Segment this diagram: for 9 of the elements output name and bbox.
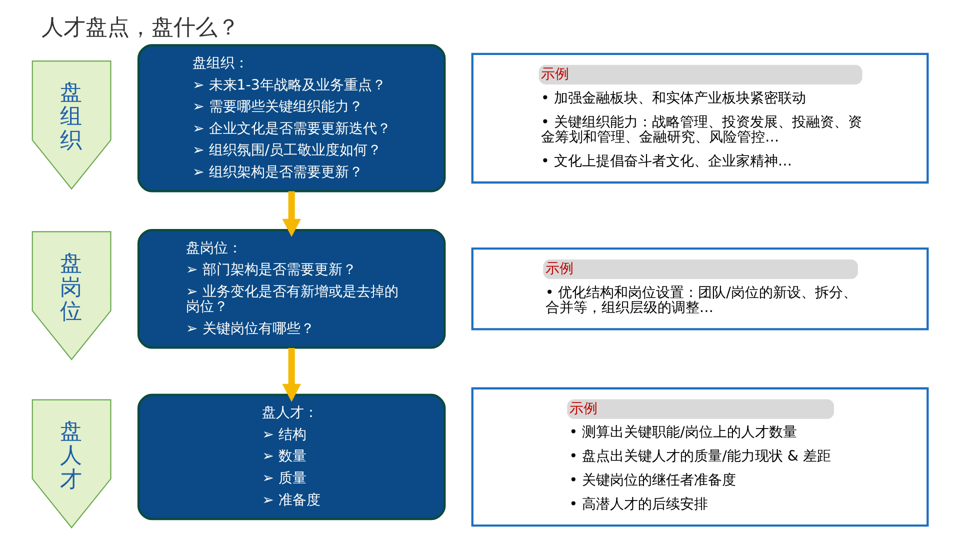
diagram-title: 人才盘点，盘什么？ xyxy=(42,15,240,40)
node-box: 盘人才： ➢ 结构 ➢ 数量 ➢ 质量 ➢ 准备度 xyxy=(137,394,446,520)
node-box: 盘组织： ➢ 未来1-3年战略及业务重点？ ➢ 需要哪些关键组织能力？ ➢ 企业文化是否需要更新迭代？ ➢ 组织氛围/员工敬业度如何？ ➢ 组织架构是否需要更新？ xyxy=(137,44,446,192)
arrow xyxy=(282,191,301,237)
arrow xyxy=(282,348,301,402)
node-box: 盘岗位： ➢ 部门架构是否需要更新？ ➢ 业务变化是否有新增或是去掉的岗位？ ➢ 关键岗位有哪些？ xyxy=(137,228,446,349)
node-box: 示例 • 优化结构和岗位设置：团队/岗位的新设、拆分、合并等，组织层级的调整… xyxy=(471,247,929,330)
node-box: 示例 • 加强金融板块、和实体产业板块紧密联动 • 关键组织能力：战略管理、投资发展、投融资、资金筹划和管理、金融研究、风险管控… • 文化上提倡奋斗者文化、企业家精神… xyxy=(471,52,929,184)
node-box: 示例 • 测算出关键职能/岗位上的人才数量 • 盘点出关键人才的质量/能力现状 & 差距 • 关键岗位的继任者准备度 • 高潜人才的后续安排 xyxy=(471,387,929,527)
